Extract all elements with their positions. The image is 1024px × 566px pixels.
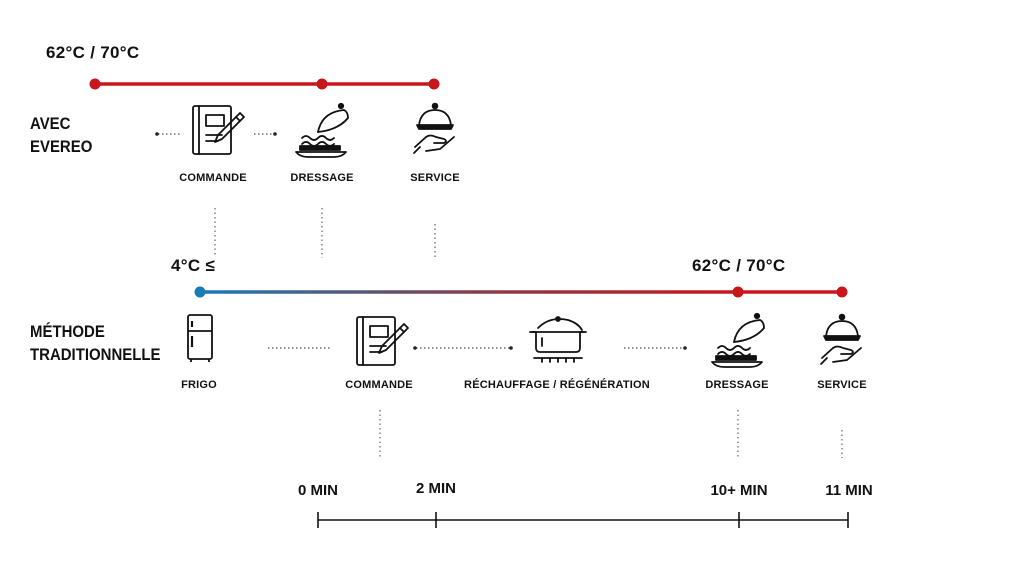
cooking-pot-icon [529, 316, 587, 363]
evereo-title-line1: AVEC [30, 114, 71, 133]
traditional-line-start-dot [194, 286, 206, 298]
lower-vertical-guides [379, 410, 843, 458]
evereo-temperature-label: 62°C / 70°C [46, 43, 140, 62]
evereo-line-dot [316, 78, 328, 90]
order-notebook-icon [356, 316, 409, 366]
evereo-step-dressage-label: DRESSAGE [290, 172, 354, 184]
evereo-title-line2: EVEREO [30, 137, 93, 156]
traditional-step-service-label: SERVICE [817, 379, 867, 391]
time-axis [317, 512, 849, 528]
evereo-step-service-label: SERVICE [410, 172, 460, 184]
time-tick-label: 10+ MIN [710, 482, 768, 499]
order-notebook-icon [192, 105, 245, 155]
evereo-step-commande-label: COMMANDE [179, 172, 247, 184]
upper-vertical-guides [214, 208, 436, 258]
traditional-row-title: MÉTHODE TRADITIONNELLE [30, 320, 160, 366]
time-tick-label: 0 MIN [297, 482, 339, 499]
time-tick-label: 11 MIN [825, 482, 873, 499]
serving-hand-cloche-icon [820, 313, 862, 365]
traditional-start-temperature: 4°C ≤ [171, 256, 216, 275]
evereo-temperature-line [89, 78, 440, 90]
traditional-step-frigo-label: FRIGO [181, 379, 217, 391]
traditional-line-dot [732, 286, 744, 298]
evereo-row-title: AVEC EVEREO [30, 112, 92, 158]
time-tick-label: 2 MIN [415, 480, 457, 497]
fridge-icon [187, 314, 213, 362]
traditional-step-commande-label: COMMANDE [345, 379, 413, 391]
plated-dish-cloche-icon [711, 312, 765, 368]
traditional-line-end-dot [836, 286, 848, 298]
traditional-step-rechauffage-label: RÉCHAUFFAGE / RÉGÉNÉRATION [464, 379, 650, 391]
evereo-line-dot [89, 78, 101, 90]
serving-hand-cloche-icon [413, 102, 455, 154]
traditional-end-temperature: 62°C / 70°C [692, 256, 786, 275]
traditional-title-line2: TRADITIONNELLE [30, 345, 161, 364]
traditional-step-dressage-label: DRESSAGE [705, 379, 769, 391]
traditional-title-line1: MÉTHODE [30, 322, 105, 341]
traditional-temperature-line [194, 286, 848, 298]
evereo-line-dot [428, 78, 440, 90]
plated-dish-cloche-icon [295, 102, 349, 158]
